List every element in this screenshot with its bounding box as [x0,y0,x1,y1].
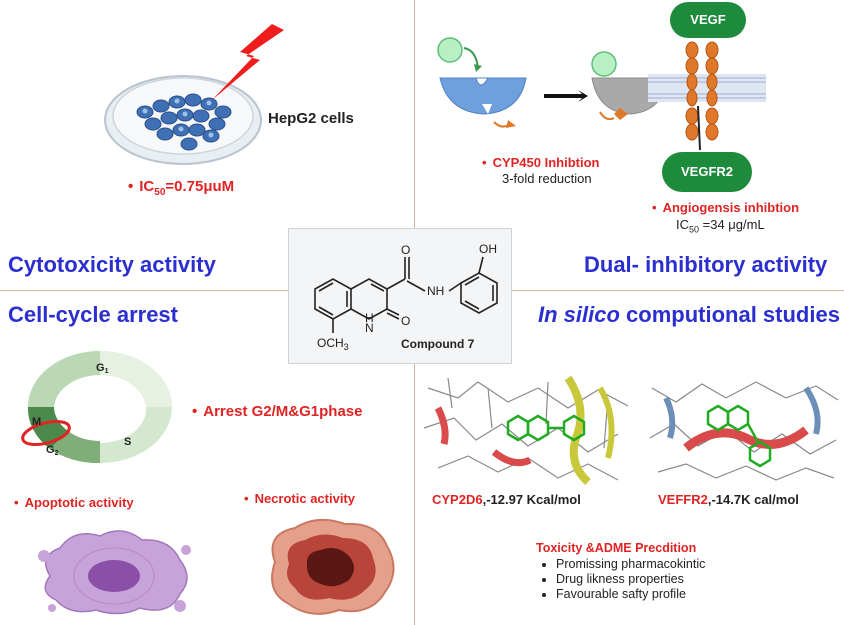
compound-structure-box: O NH OH O N H OCH3 Compound 7 [288,228,512,364]
hepg2-label: HepG2 cells [268,110,354,127]
arrest-label: Arrest G2/M&G1phase [192,403,362,420]
dual-inhibitory-heading: Dual- inhibitory activity [584,252,828,277]
enzyme-pacman-icon [437,37,662,128]
receptor-icon [648,41,766,151]
necrotic-label: Necrotic activity [244,491,355,506]
atom-n: N [365,321,374,335]
vegfr2-docking: VEFFR2,-14.7K cal/mol [658,492,799,507]
atom-h: H [365,311,374,325]
petri-dish-icon [104,75,262,165]
cell-cycle-ring-icon: G1 S M G2 [21,351,172,464]
adme-list: Promissing pharmacokintic Drug likness p… [538,557,705,602]
horizontal-divider-left [0,290,290,291]
phase-m: M [32,416,41,428]
vegf-ligand: VEGF [670,2,746,38]
atom-och3: OCH3 [317,336,349,352]
atom-carbonyl-o: O [401,243,410,257]
cytotoxicity-heading: Cytotoxicity activity [8,252,216,277]
compound-name: Compound 7 [401,337,475,351]
apoptotic-cell-icon [38,530,191,615]
docking-pose-image [418,368,636,486]
angiogenesis-ic50: IC50 =34 μg/mL [676,217,765,235]
apoptotic-label: Apoptotic activity [14,495,134,510]
compound-7-structure: O NH OH O N H OCH3 [314,242,498,352]
cyp-fold-note: 3-fold reduction [502,171,592,186]
atom-nh: NH [427,284,444,298]
adme-item: Drug likness properties [556,572,705,587]
cyp-inhibition-label: CYP450 Inhibtion [482,155,600,170]
adme-title: Toxicity &ADME Precdition [536,541,697,555]
in-silico-heading: In silico computional studies [538,302,840,327]
cell-cycle-heading: Cell-cycle arrest [8,302,178,327]
phase-g1: G1 [96,362,109,375]
vegfr2-receptor: VEGFR2 [662,152,752,192]
horizontal-divider-right [510,290,844,291]
adme-item: Favourable safty profile [556,587,705,602]
docking-pose-image-vegfr2 [646,368,842,486]
cyp2d6-docking: CYP2D6,-12.97 Kcal/mol [432,492,581,507]
adme-item: Promissing pharmacokintic [556,557,705,572]
phase-s: S [124,436,131,448]
necrotic-cell-icon [271,518,395,615]
lightning-bolt-icon [212,24,284,100]
cytotoxicity-ic50: IC50=0.75μuM [128,178,234,198]
phase-g2: G2 [46,444,59,457]
atom-oh: OH [479,242,497,256]
angiogenesis-label: Angiogensis inhibtion [652,200,800,215]
atom-lactam-o: O [401,314,410,328]
